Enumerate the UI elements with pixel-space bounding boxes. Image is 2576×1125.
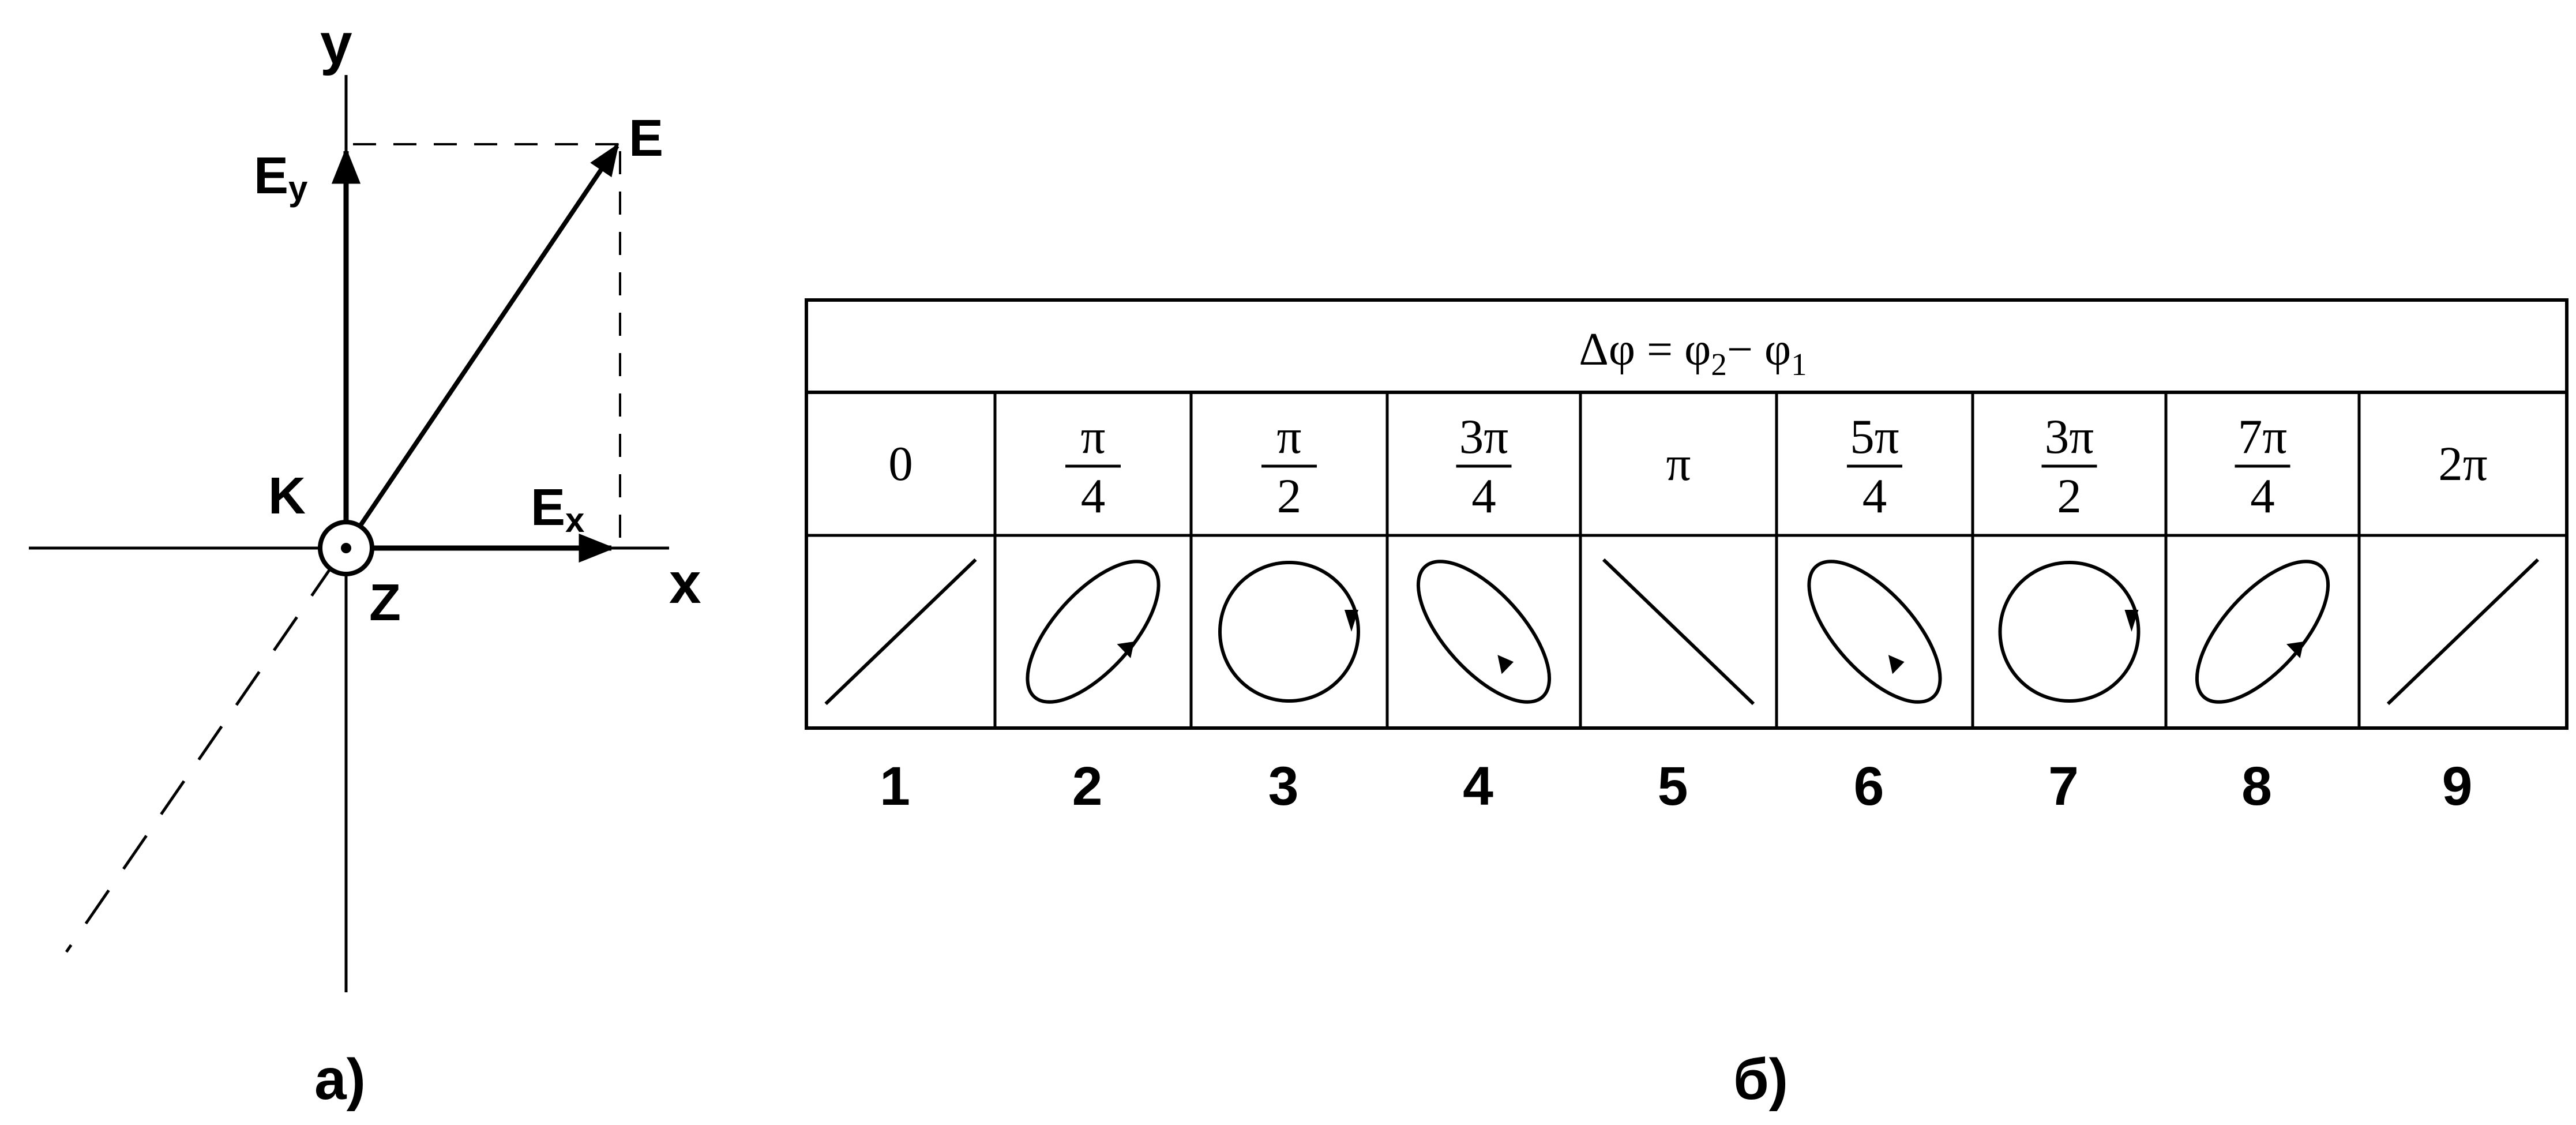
phase-numerator: 5π <box>1850 410 1899 464</box>
panel-a-caption: а) <box>314 1047 366 1112</box>
rotation-arrow-icon <box>2124 610 2139 632</box>
phi1-symbol: φ <box>1764 324 1791 375</box>
minus-sign: − <box>1727 324 1764 375</box>
polarization-circle-icon <box>1998 561 2141 703</box>
table-border <box>805 298 2569 730</box>
elliptical-polarization-curve <box>1807 560 1942 704</box>
rotation-arrow-icon <box>2286 641 2304 658</box>
x-axis-label: x <box>669 551 701 616</box>
polarization-line-up-right-icon <box>824 558 977 706</box>
circular-polarization-curve <box>1218 561 1360 703</box>
column-number: 8 <box>2241 756 2272 817</box>
column-number: 3 <box>1268 756 1299 817</box>
phi2-subscript: 2 <box>1711 347 1727 382</box>
linear-polarization-line <box>1602 558 1755 706</box>
polarization-line-down-right-icon <box>1602 558 1755 706</box>
delta-phi-symbol: Δφ <box>1579 324 1635 375</box>
linear-polarization-line <box>2386 558 2540 706</box>
z-direction-dot <box>341 543 351 553</box>
z-axis-label: Z <box>369 574 401 632</box>
phase-value: 2π <box>2438 437 2487 491</box>
table-header-formula: Δφ = φ2− φ1 <box>1579 324 1807 382</box>
elliptical-polarization-curve <box>2195 560 2330 704</box>
ey-label-sub: y <box>288 169 308 208</box>
column-number: 1 <box>880 756 910 817</box>
ey-label-base: E <box>254 147 288 205</box>
panel-b-caption: б) <box>1733 1047 1788 1112</box>
rotation-arrow-icon <box>1117 641 1135 658</box>
y-axis-label: y <box>320 12 352 76</box>
column-number: 6 <box>1854 756 1884 817</box>
polarization-circle-icon <box>1218 561 1360 703</box>
ex-label: Ex <box>531 479 584 539</box>
column-number: 4 <box>1463 756 1493 817</box>
phase-value: π <box>1666 437 1691 491</box>
polarization-ellipse-up-right-icon <box>1026 560 1161 704</box>
table-column-dividers <box>993 392 2361 728</box>
polarization-ellipse-up-right-icon <box>2195 560 2330 704</box>
rotation-arrow-icon <box>1345 610 1358 632</box>
equals-sign: = <box>1635 324 1684 375</box>
linear-polarization-line <box>824 558 977 706</box>
phase-value: 0 <box>888 437 913 491</box>
phase-denominator: 4 <box>1471 469 1496 523</box>
phase-numerator: π <box>1277 410 1302 464</box>
phase-numerator: π <box>1081 410 1106 464</box>
rotation-arrow-icon <box>1888 655 1905 674</box>
phase-denominator: 2 <box>2057 469 2082 523</box>
polarization-curves-row <box>824 558 2540 706</box>
k-point-label: K <box>268 467 306 525</box>
column-number: 9 <box>2442 756 2473 817</box>
phase-denominator: 2 <box>1277 469 1302 523</box>
panel-a-coordinate-diagram: y x E Ey Ex K Z а) <box>29 12 701 1112</box>
circular-polarization-curve <box>1998 561 2141 703</box>
ex-label-sub: x <box>565 501 584 539</box>
phase-numerator: 3π <box>2045 410 2094 464</box>
elliptical-polarization-curve <box>1416 560 1552 704</box>
rotation-arrow-icon <box>1497 655 1514 674</box>
polarization-ellipse-down-right-icon <box>1416 560 1552 704</box>
phi2-symbol: φ <box>1684 324 1711 375</box>
phase-denominator: 4 <box>1081 469 1106 523</box>
column-number: 2 <box>1072 756 1103 817</box>
polarization-ellipse-down-right-icon <box>1807 560 1942 704</box>
phase-denominator: 4 <box>2250 469 2275 523</box>
ex-label-base: E <box>531 479 565 537</box>
elliptical-polarization-curve <box>1026 560 1161 704</box>
phase-numerator: 3π <box>1459 410 1508 464</box>
column-numbers-row: 1 2 3 4 5 6 7 8 9 <box>880 756 2472 817</box>
phase-numerator: 7π <box>2238 410 2287 464</box>
e-vector-arrow <box>355 143 619 531</box>
phase-denominator: 4 <box>1862 469 1887 523</box>
polarization-line-up-right-icon <box>2386 558 2540 706</box>
column-number: 5 <box>1658 756 1688 817</box>
column-number: 7 <box>2048 756 2079 817</box>
z-axis-dashed <box>65 561 336 953</box>
phi1-subscript: 1 <box>1791 347 1807 382</box>
ey-label: Ey <box>254 147 308 208</box>
e-vector-label: E <box>629 110 663 167</box>
